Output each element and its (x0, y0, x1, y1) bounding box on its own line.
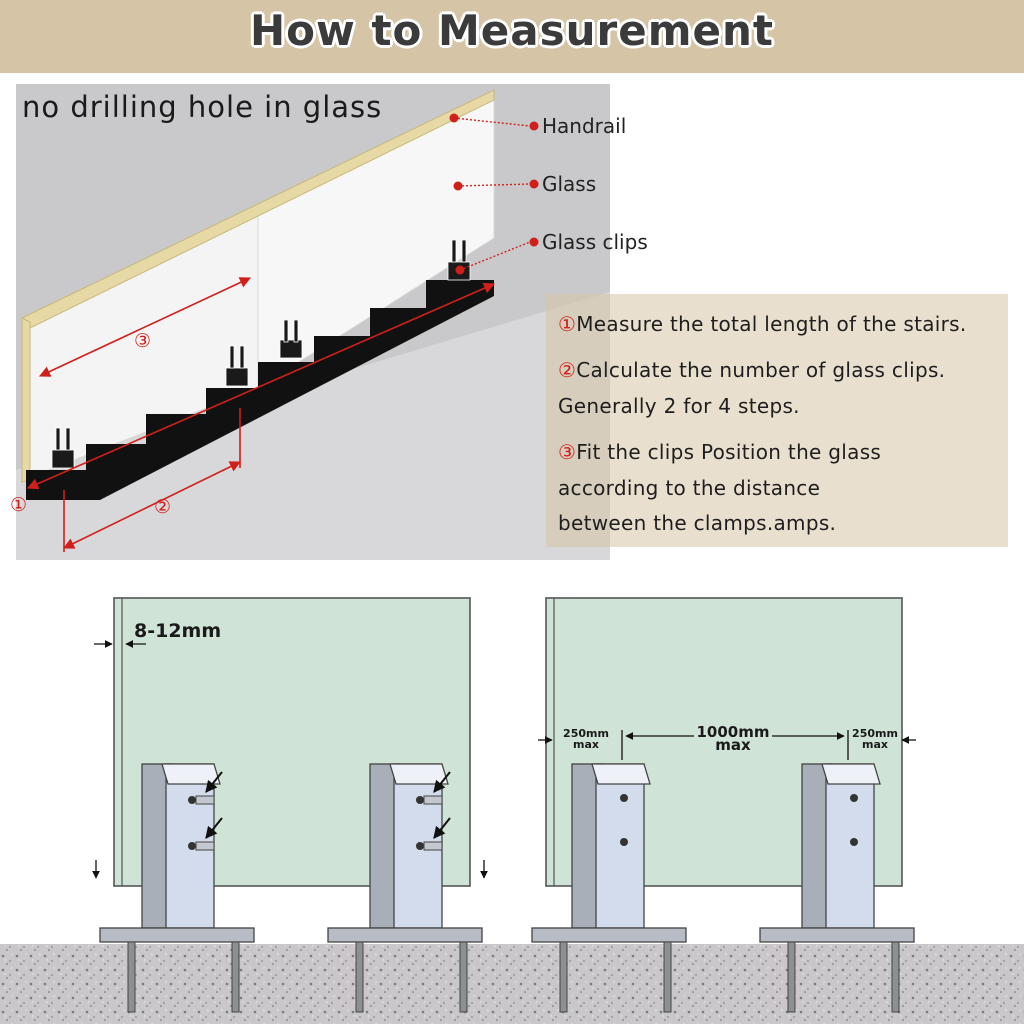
callout-glass-clips: Glass clips (542, 230, 648, 254)
edge-left-max: max (573, 738, 599, 751)
spacing-value: 1000mm (696, 723, 770, 741)
step-3-text: Fit the clips Position the glass (576, 440, 882, 464)
title-banner (0, 0, 1024, 73)
screw-arrows (205, 771, 451, 839)
instructions-box (546, 294, 1008, 547)
spacing-dimensions (538, 730, 916, 760)
anchor-bolts (127, 941, 900, 1013)
edge-left-value: 250mm (563, 727, 609, 740)
step-3-line-2: according to the distance (558, 476, 821, 500)
edge-right-value: 250mm (852, 727, 898, 740)
step-3-line-3: between the clamps.amps. (558, 511, 837, 535)
callout-dots (449, 113, 539, 275)
page-title: How to Measurement (250, 6, 774, 55)
stair-measure-lines (26, 277, 496, 552)
spigot-clamps (99, 763, 915, 943)
concrete-ground (0, 944, 1024, 1024)
step-2-number: ② (558, 358, 577, 382)
down-arrows (92, 860, 488, 879)
spacing-max: max (715, 736, 751, 754)
step-2-line-2: Generally 2 for 4 steps. (558, 394, 800, 418)
callout-glass: Glass (542, 172, 597, 196)
callout-leaders (453, 117, 531, 271)
step-1: ①Measure the total length of the stairs. (558, 312, 967, 336)
marker-2: ② (154, 496, 172, 518)
marker-3: ③ (134, 330, 152, 352)
step-2: ②Calculate the number of glass clips. (558, 358, 945, 382)
edge-right-max: max (862, 738, 888, 751)
marker-1: ① (10, 494, 28, 516)
step-1-number: ① (558, 312, 577, 336)
step-3: ③Fit the clips Position the glass (558, 440, 881, 464)
panel-caption: no drilling hole in glass (22, 90, 383, 124)
thickness-label: 8-12mm (134, 620, 222, 642)
step-3-number: ③ (558, 440, 577, 464)
callout-handrail: Handrail (542, 114, 627, 138)
step-1-text: Measure the total length of the stairs. (576, 312, 967, 336)
step-2-text: Calculate the number of glass clips. (576, 358, 946, 382)
